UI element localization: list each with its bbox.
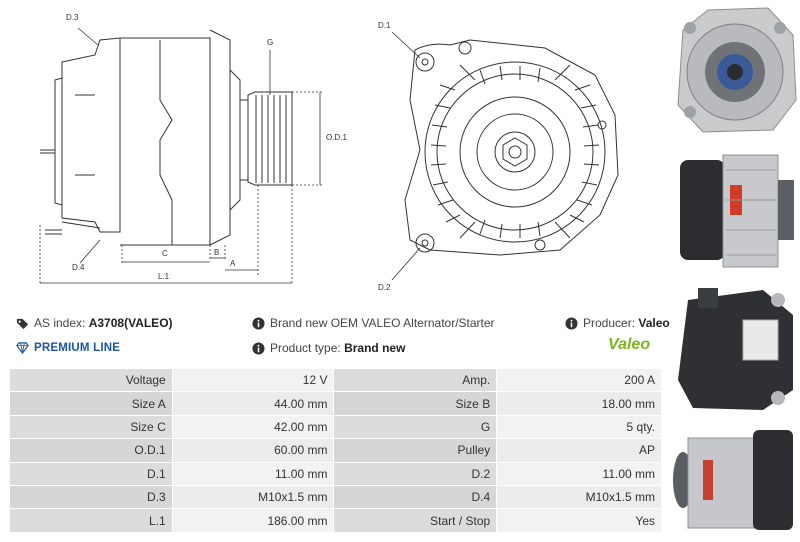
label-d4: D.4 (72, 263, 85, 272)
spec-key: Start / Stop (333, 508, 498, 533)
product-photo-angle[interactable] (668, 420, 800, 542)
spec-value: 12 V (171, 367, 335, 393)
premium-line-label: PREMIUM LINE (34, 341, 121, 354)
technical-drawing: D.3 G O.D.1 D.4 C B A L.1 D.1 D.2 (0, 0, 665, 300)
spec-value: M10x1.5 mm (171, 484, 335, 510)
product-info: AS index: A3708(VALEO) Brand new OEM VAL… (0, 306, 670, 366)
producer-label: Producer: (583, 316, 636, 330)
spec-value: 11.00 mm (496, 461, 662, 486)
spec-key: D.2 (333, 461, 498, 486)
tags-icon (16, 318, 29, 329)
spec-value: 11.00 mm (171, 461, 335, 486)
spec-key: L.1 (9, 508, 173, 533)
producer: Producer: Valeo (565, 316, 670, 330)
spec-key: D.3 (9, 484, 173, 510)
description-text: Brand new OEM VALEO Alternator/Starter (270, 316, 495, 330)
spec-key: D.4 (333, 484, 498, 510)
spec-key: Voltage (9, 367, 173, 393)
valeo-logo: Valeo (606, 333, 662, 355)
label-d1: D.1 (378, 21, 391, 30)
label-d2: D.2 (378, 283, 391, 292)
drawing-svg: D.3 G O.D.1 D.4 C B A L.1 D.1 D.2 (39, 13, 619, 292)
spec-value: Yes (496, 508, 662, 533)
spec-value: 44.00 mm (171, 391, 335, 416)
diamond-icon (16, 342, 29, 354)
info-icon (565, 316, 578, 330)
as-index-value: A3708(VALEO) (88, 316, 173, 330)
info-icon (252, 341, 265, 355)
product-photo-side[interactable] (668, 140, 800, 278)
label-g: G (267, 38, 273, 47)
spec-value: M10x1.5 mm (496, 484, 662, 510)
spec-key: O.D.1 (9, 438, 173, 463)
as-index-label: AS index: (34, 316, 86, 330)
spec-value: AP (496, 438, 662, 463)
spec-key: D.1 (9, 461, 173, 486)
spec-value: 200 A (496, 367, 662, 393)
description: Brand new OEM VALEO Alternator/Starter (252, 316, 495, 330)
spec-key: Size C (9, 414, 173, 440)
product-photos (668, 0, 800, 542)
label-c: C (162, 249, 168, 258)
producer-value: Valeo (638, 316, 670, 330)
spec-key: Size B (333, 391, 498, 416)
label-a: A (230, 259, 236, 268)
spec-value: 42.00 mm (171, 414, 335, 440)
label-od1: O.D.1 (326, 133, 347, 142)
label-l1: L.1 (158, 272, 170, 281)
spec-key: Amp. (333, 367, 498, 393)
spec-key: Size A (9, 391, 173, 416)
spec-value: 186.00 mm (171, 508, 335, 533)
label-b: B (214, 248, 219, 257)
product-photo-front[interactable] (668, 0, 800, 140)
product-type-label: Product type: (270, 341, 341, 355)
product-photo-rear[interactable] (668, 280, 800, 418)
premium-line[interactable]: PREMIUM LINE (16, 341, 120, 354)
as-index: AS index: A3708(VALEO) (16, 316, 173, 330)
spec-key: G (333, 414, 498, 440)
spec-key: Pulley (333, 438, 498, 463)
valeo-logo-text: Valeo (608, 336, 650, 353)
product-type-value: Brand new (344, 341, 406, 355)
spec-value: 18.00 mm (496, 391, 662, 416)
spec-value: 60.00 mm (171, 438, 335, 463)
product-type: Product type: Brand new (252, 341, 405, 355)
info-icon (252, 316, 265, 330)
label-d3: D.3 (66, 13, 79, 22)
spec-value: 5 qty. (496, 414, 662, 440)
